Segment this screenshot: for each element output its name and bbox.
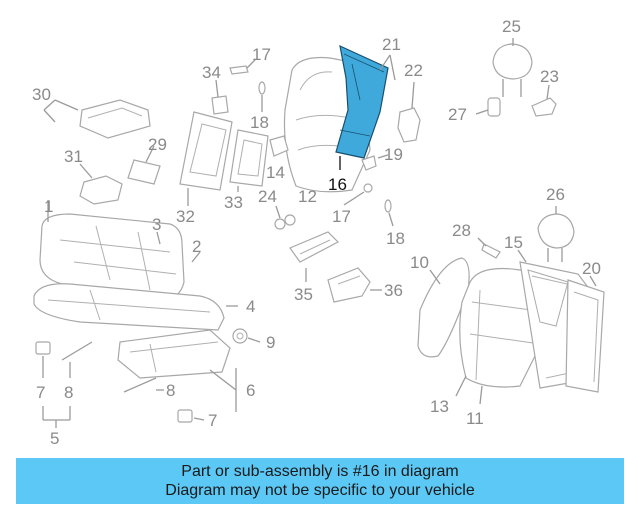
part-5-bracket-lines (42, 406, 71, 428)
part-4-frame (33, 283, 238, 331)
part-33-panel (229, 129, 269, 192)
part-26-headrest (537, 206, 575, 262)
part-36-module (327, 267, 382, 303)
callout-10: 10 (410, 253, 429, 272)
part-17-screw-upper (229, 59, 256, 75)
callout-19: 19 (384, 145, 403, 164)
callout-5: 5 (50, 429, 59, 448)
callout-3: 3 (152, 215, 161, 234)
callout-11: 11 (466, 409, 484, 428)
part-3-cushion (39, 200, 201, 301)
callout-15: 15 (504, 233, 523, 252)
banner-line-1: Part or sub-assembly is #16 in diagram (181, 463, 459, 480)
part-21-leader (379, 54, 396, 81)
callout-labels: 1 2 3 4 5 6 7 7 8 8 9 10 11 12 13 14 15 … (32, 17, 601, 448)
callout-16-highlighted: 16 (328, 175, 347, 194)
callout-29: 29 (148, 135, 167, 154)
callout-2: 2 (192, 237, 201, 256)
callout-33: 33 (224, 193, 243, 212)
part-19-clip (361, 154, 389, 171)
callout-14: 14 (266, 163, 285, 182)
callout-21: 21 (382, 35, 401, 54)
callout-25: 25 (502, 17, 521, 36)
callout-32: 32 (176, 207, 195, 226)
callout-24: 24 (258, 187, 277, 206)
callout-4: 4 (246, 297, 255, 316)
part-9-grommet (232, 328, 261, 344)
part-14-bracket (269, 135, 289, 157)
part-16-highlighted (335, 44, 389, 170)
callout-18b: 18 (386, 229, 405, 248)
part-28-clip (477, 237, 501, 259)
callout-26: 26 (546, 185, 565, 204)
callout-34: 34 (202, 63, 221, 82)
part-20-panel (565, 275, 605, 393)
part-25-headrest (492, 38, 533, 97)
part-27-guide (475, 97, 501, 117)
callout-17b: 17 (332, 207, 351, 226)
callout-30: 30 (32, 85, 51, 104)
callout-8a: 8 (64, 383, 73, 402)
part-24-clip (274, 205, 296, 230)
part-34-strip (211, 79, 229, 115)
part-23-bracket (531, 84, 557, 117)
callout-36: 36 (384, 281, 403, 300)
callout-7a: 7 (36, 383, 45, 402)
part-22-latch (397, 81, 421, 143)
part-17-screw-lower (343, 183, 373, 206)
callout-27: 27 (448, 105, 467, 124)
part-32-panel (179, 111, 233, 206)
callout-13: 13 (430, 397, 449, 416)
callout-18a: 18 (250, 113, 269, 132)
part-30-pad (43, 99, 151, 139)
callout-28: 28 (452, 221, 471, 240)
part-35-hinge (289, 231, 340, 282)
banner-line-2: Diagram may not be specific to your vehi… (165, 482, 475, 499)
callout-17a: 17 (252, 45, 271, 64)
part-7-clip-right (177, 409, 205, 423)
callout-7b: 7 (208, 411, 217, 430)
callout-20: 20 (582, 259, 601, 278)
callout-23: 23 (540, 67, 559, 86)
callout-31: 31 (64, 147, 83, 166)
part-8-rod-right (123, 377, 164, 393)
callout-1: 1 (44, 197, 53, 216)
part-18-pin-lower (384, 199, 394, 227)
info-banner: Part or sub-assembly is #16 in diagram D… (16, 458, 624, 504)
part-6-base (117, 329, 237, 412)
part-18-pin-upper (258, 81, 266, 112)
callout-35: 35 (294, 285, 313, 304)
callout-12: 12 (298, 187, 317, 206)
callout-22: 22 (404, 61, 423, 80)
callout-9: 9 (266, 333, 275, 352)
callout-8b: 8 (166, 381, 175, 400)
part-7-clip-left (35, 341, 51, 378)
callout-6: 6 (246, 381, 255, 400)
part-8-rod-left (61, 341, 93, 378)
part-29-trim (127, 145, 161, 185)
part-31-box (79, 163, 123, 205)
